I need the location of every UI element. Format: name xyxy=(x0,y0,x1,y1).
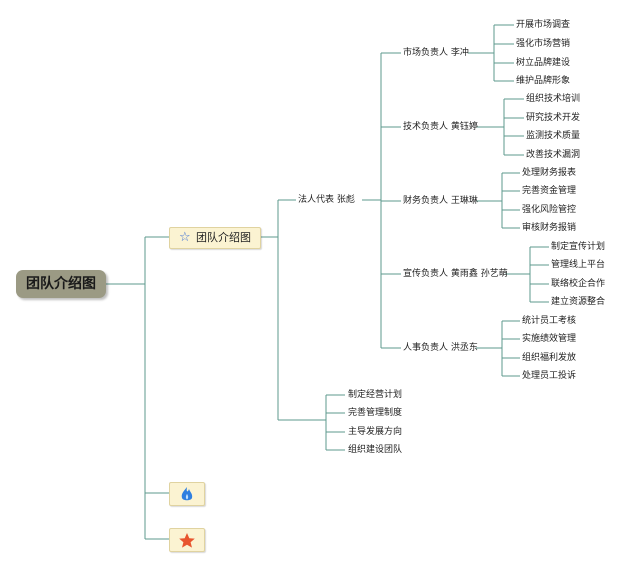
task-item[interactable]: 研究技术开发 xyxy=(526,113,581,123)
task-item[interactable]: 完善资金管理 xyxy=(522,186,577,196)
legal-representative[interactable]: 法人代表 张彪 xyxy=(298,195,355,205)
task-item[interactable]: 维护品牌形象 xyxy=(516,76,571,86)
management-item[interactable]: 组织建设团队 xyxy=(348,445,403,455)
team-intro-label: 团队介绍图 xyxy=(196,231,251,244)
task-item[interactable]: 统计员工考核 xyxy=(522,316,577,326)
task-item[interactable]: 组织技术培训 xyxy=(526,94,581,104)
task-item[interactable]: 强化市场营销 xyxy=(516,39,571,49)
department-head[interactable]: 技术负责人 黄钰婷 xyxy=(403,122,478,132)
task-item[interactable]: 制定宣传计划 xyxy=(551,242,606,252)
management-item[interactable]: 完善管理制度 xyxy=(348,408,403,418)
task-item[interactable]: 处理财务报表 xyxy=(522,168,577,178)
team-intro-node[interactable]: ☆ 团队介绍图 xyxy=(169,227,261,249)
task-item[interactable]: 联络校企合作 xyxy=(551,279,606,289)
management-item[interactable]: 制定经营计划 xyxy=(348,390,403,400)
task-item[interactable]: 开展市场调查 xyxy=(516,20,571,30)
root-node[interactable]: 团队介绍图 xyxy=(16,270,106,298)
star-node[interactable] xyxy=(169,528,205,552)
flame-node[interactable] xyxy=(169,482,205,506)
department-head[interactable]: 宣传负责人 黄雨鑫 孙艺萌 xyxy=(403,269,508,279)
star-outline-icon: ☆ xyxy=(179,230,191,245)
department-head[interactable]: 人事负责人 洪丞东 xyxy=(403,343,478,353)
task-item[interactable]: 树立品牌建设 xyxy=(516,58,571,68)
star-icon xyxy=(179,533,195,548)
task-item[interactable]: 监测技术质量 xyxy=(526,131,581,141)
task-item[interactable]: 强化风险管控 xyxy=(522,205,577,215)
management-item[interactable]: 主导发展方向 xyxy=(348,427,403,437)
task-item[interactable]: 处理员工投诉 xyxy=(522,371,577,381)
department-head[interactable]: 财务负责人 王琳琳 xyxy=(403,196,478,206)
task-item[interactable]: 管理线上平台 xyxy=(551,260,606,270)
task-item[interactable]: 实施绩效管理 xyxy=(522,334,577,344)
department-head[interactable]: 市场负责人 李冲 xyxy=(403,48,469,58)
task-item[interactable]: 审核财务报销 xyxy=(522,223,577,233)
task-item[interactable]: 建立资源整合 xyxy=(551,297,606,307)
flame-icon xyxy=(181,487,193,501)
task-item[interactable]: 组织福利发放 xyxy=(522,353,577,363)
task-item[interactable]: 改善技术漏洞 xyxy=(526,150,581,160)
root-title: 团队介绍图 xyxy=(26,276,96,292)
